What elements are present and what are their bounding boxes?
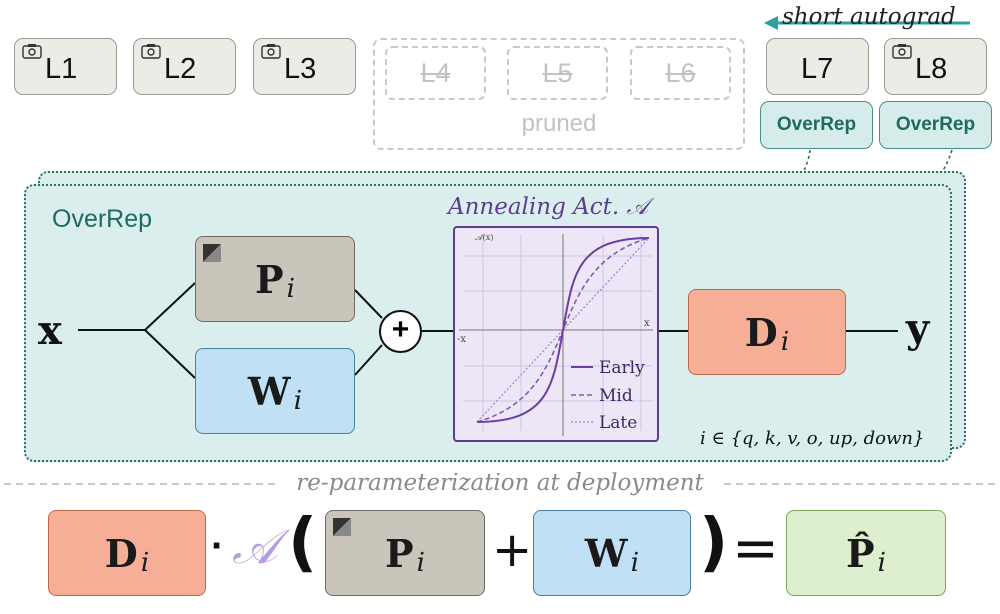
p-label: P bbox=[254, 256, 284, 302]
p-subscript: i bbox=[286, 272, 296, 304]
pruned-layer-l4: L4 bbox=[385, 46, 486, 100]
camera-icon bbox=[22, 44, 42, 59]
annealing-legend: Early Mid Late bbox=[571, 358, 645, 433]
short-autograd-label: short autograd bbox=[782, 4, 956, 30]
pruned-label: pruned bbox=[521, 110, 597, 137]
neg-x-label: -x bbox=[457, 334, 466, 345]
p-hat-subscript: i bbox=[877, 546, 887, 578]
deploy-d-subscript: i bbox=[140, 546, 150, 578]
p-hat-label: P̂ bbox=[845, 530, 875, 576]
short-autograd-arrow bbox=[764, 16, 970, 30]
d-label: D bbox=[744, 309, 778, 355]
overrep-tag-l7: OverRep bbox=[760, 101, 873, 149]
legend-late: Late bbox=[599, 413, 637, 433]
equals-sign: = bbox=[732, 516, 779, 581]
annealing-symbol: 𝒜 bbox=[232, 519, 278, 575]
layer-label: L8 bbox=[915, 53, 948, 85]
layer-l3: L3 bbox=[253, 38, 356, 95]
pruned-group bbox=[373, 38, 745, 150]
annealing-plot: 𝒜(x) x -x Early Mid Late bbox=[453, 226, 659, 442]
plus-symbol: + bbox=[391, 313, 410, 346]
deploy-plus: + bbox=[492, 522, 533, 578]
legend-mid: Mid bbox=[599, 386, 633, 406]
frozen-corner-icon bbox=[203, 244, 221, 262]
deploy-p-subscript: i bbox=[416, 546, 426, 578]
layer-label: L7 bbox=[801, 53, 834, 85]
camera-icon bbox=[892, 44, 912, 59]
close-paren: ) bbox=[699, 506, 729, 580]
layer-l7: L7 bbox=[766, 38, 869, 95]
index-set: i ∈ {q, k, v, o, up, down} bbox=[700, 428, 925, 449]
pruned-layer-l5: L5 bbox=[507, 46, 608, 100]
deploy-p-label: P bbox=[384, 530, 414, 576]
output-y: y bbox=[906, 305, 930, 352]
deploy-w-subscript: i bbox=[630, 546, 640, 578]
w-label: W bbox=[247, 368, 291, 414]
overrep-module-title: OverRep bbox=[52, 205, 153, 233]
p-hat-box: P̂i bbox=[786, 510, 946, 596]
deploy-w-label: W bbox=[584, 530, 628, 576]
x-axis-label: x bbox=[644, 318, 650, 329]
open-paren: ( bbox=[288, 506, 318, 580]
early-curve bbox=[476, 237, 650, 423]
deployment-divider bbox=[4, 483, 996, 485]
legend-early: Early bbox=[599, 358, 645, 378]
deployment-label: re-parameterization at deployment bbox=[296, 470, 704, 496]
camera-icon bbox=[261, 44, 281, 59]
layer-l2: L2 bbox=[133, 38, 236, 95]
pruned-layer-l6: L6 bbox=[630, 46, 731, 100]
dot-operator: · bbox=[211, 524, 225, 568]
layer-l1: L1 bbox=[14, 38, 117, 95]
deploy-d-label: D bbox=[104, 530, 138, 576]
camera-icon bbox=[141, 44, 161, 59]
y-axis-label: 𝒜(x) bbox=[475, 233, 493, 242]
input-x: x bbox=[38, 307, 62, 354]
frozen-corner-icon bbox=[333, 518, 351, 536]
layer-label: L2 bbox=[164, 53, 197, 85]
annealing-title: Annealing Act. 𝒜 bbox=[448, 194, 649, 220]
overrep-tag-l8: OverRep bbox=[879, 101, 992, 149]
layer-label: L3 bbox=[284, 53, 317, 85]
layer-l8: L8 bbox=[884, 38, 987, 95]
plus-node: + bbox=[379, 310, 422, 353]
d-subscript: i bbox=[780, 325, 790, 357]
layer-label: L1 bbox=[45, 53, 78, 85]
w-subscript: i bbox=[293, 384, 303, 416]
